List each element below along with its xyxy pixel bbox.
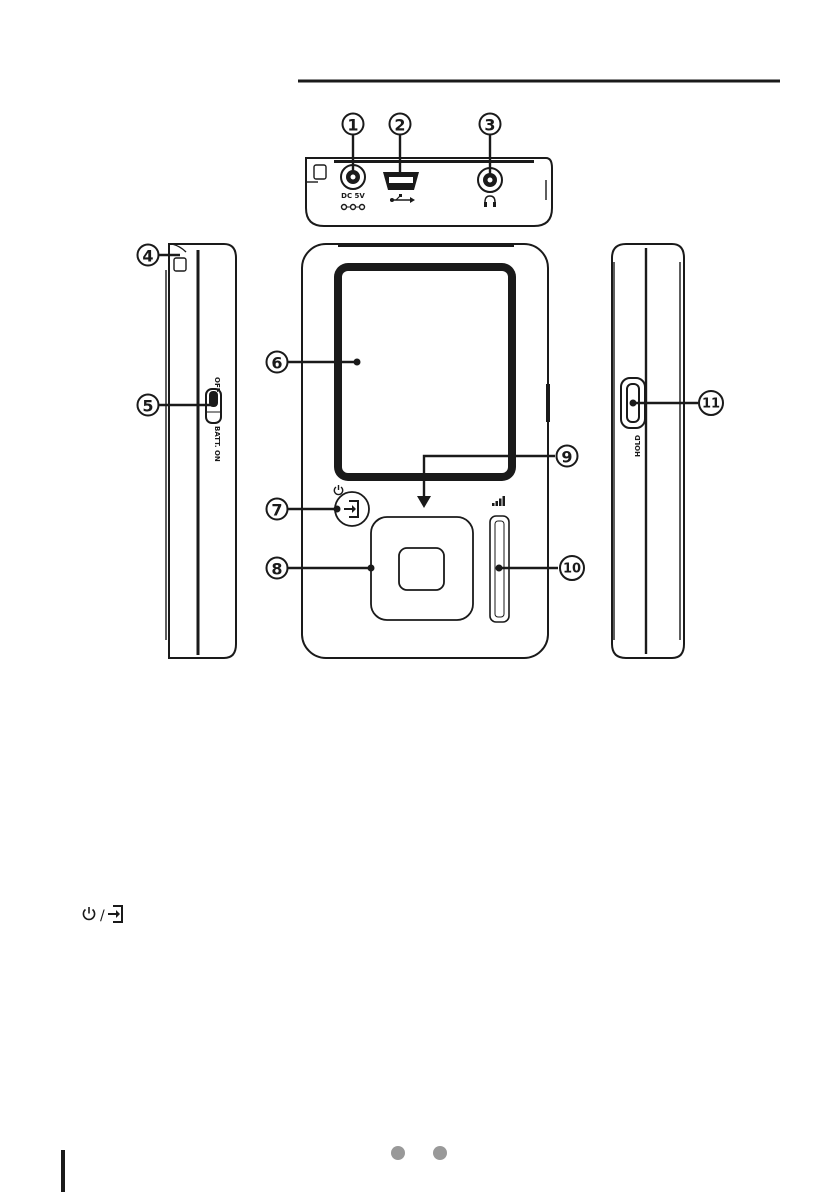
svg-text:7: 7 — [271, 501, 282, 520]
callout-11: 11 — [699, 391, 723, 415]
footer-dot-left — [391, 1146, 405, 1160]
svg-text:1: 1 — [347, 116, 358, 135]
callout-10: 10 — [560, 556, 584, 580]
callout-2: 2 — [390, 114, 411, 135]
power-icon — [83, 907, 94, 919]
footer-dot-right — [433, 1146, 447, 1160]
enter-icon — [108, 906, 122, 922]
callout-4: 4 — [138, 245, 159, 266]
callout-5: 5 — [138, 395, 159, 416]
svg-text:8: 8 — [271, 560, 282, 579]
callout-6: 6 — [267, 352, 288, 373]
dc-in-label: DC 5V — [341, 192, 365, 200]
callout-7: 7 — [267, 499, 288, 520]
switch-on-label: BATT. ON — [213, 426, 221, 462]
svg-text:11: 11 — [702, 397, 720, 412]
callout-3: 3 — [480, 114, 501, 135]
callout-1: 1 — [343, 114, 364, 135]
callout-8: 8 — [267, 558, 288, 579]
hold-label: HOLD — [634, 435, 642, 457]
svg-text:6: 6 — [271, 354, 282, 373]
svg-text:3: 3 — [484, 116, 495, 135]
center-select-button — [399, 548, 444, 590]
svg-text:4: 4 — [142, 247, 153, 266]
svg-text:9: 9 — [561, 448, 572, 467]
footer-tab-mark — [61, 1150, 65, 1192]
left-side-view: OFF BATT. ON — [166, 244, 236, 658]
callout-9: 9 — [557, 446, 578, 467]
svg-text:2: 2 — [394, 116, 405, 135]
switch-off-label: OFF — [213, 377, 221, 393]
icon-separator: / — [100, 908, 105, 924]
page-footer — [61, 1146, 447, 1192]
svg-text:5: 5 — [142, 397, 153, 416]
right-side-view: HOLD — [612, 244, 684, 658]
top-view: DC 5V — [306, 158, 552, 226]
legend-icons: / — [83, 906, 122, 924]
navigation-pad — [371, 517, 473, 620]
svg-text:10: 10 — [563, 562, 581, 577]
front-view — [302, 244, 550, 658]
